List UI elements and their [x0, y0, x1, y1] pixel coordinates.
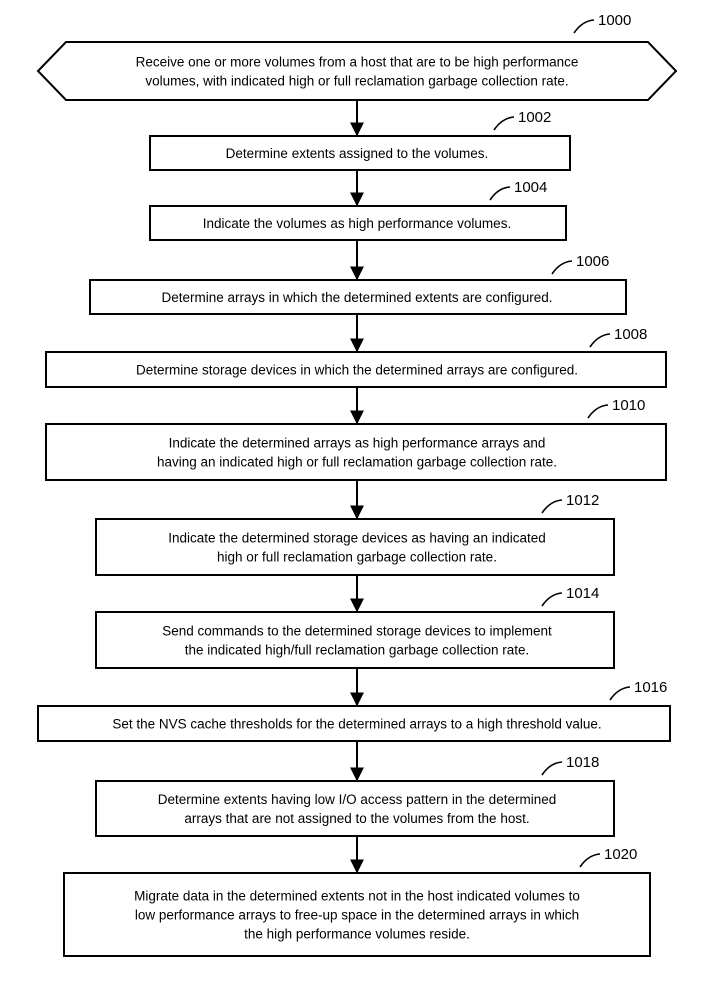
ref-leader-line: [493, 116, 515, 131]
ref-leader-line: [489, 186, 511, 201]
step-1008-ref-number: 1008: [614, 326, 647, 343]
step-1020-ref-number: 1020: [604, 846, 637, 863]
step-1008-box: [45, 351, 667, 388]
step-1020-box: [63, 872, 651, 957]
step-1006-box: [89, 279, 627, 315]
flow-step-1014: Send commands to the determined storage …: [95, 585, 615, 669]
step-1008-text-line: Determine storage devices in which the d…: [136, 363, 578, 378]
ref-leader-line: [609, 686, 631, 701]
step-1018-text-line: Determine extents having low I/O access …: [158, 792, 556, 807]
flow-step-1016: Set the NVS cache thresholds for the det…: [37, 679, 671, 742]
step-1004-box: [149, 205, 567, 241]
step-1010-text-line: Indicate the determined arrays as high p…: [169, 436, 546, 451]
step-1000-hexagon: [36, 41, 678, 101]
flow-step-1018: Determine extents having low I/O access …: [95, 754, 615, 837]
step-1012-ref-number: 1012: [566, 492, 599, 509]
ref-leader-line: [587, 404, 609, 419]
step-1006-text-line: Determine arrays in which the determined…: [162, 290, 553, 305]
step-1002-box: [149, 135, 571, 171]
step-1020-text-line: Migrate data in the determined extents n…: [134, 889, 580, 904]
flow-step-1010: Indicate the determined arrays as high p…: [45, 397, 667, 481]
flow-step-1000: Receive one or more volumes from a host …: [36, 12, 678, 101]
ref-leader-line: [541, 592, 563, 607]
step-1014-ref-number: 1014: [566, 585, 599, 602]
flow-step-1020: Migrate data in the determined extents n…: [63, 846, 651, 957]
step-1002-text-line: Determine extents assigned to the volume…: [226, 146, 489, 161]
step-1012-box: [95, 518, 615, 576]
ref-leader-line: [573, 19, 595, 34]
step-1000-ref-number: 1000: [598, 12, 631, 29]
ref-leader-line: [541, 761, 563, 776]
step-1016-text-line: Set the NVS cache thresholds for the det…: [112, 717, 601, 732]
step-1020-text-line: the high performance volumes reside.: [244, 927, 470, 942]
step-1014-text-line: Send commands to the determined storage …: [162, 624, 552, 639]
ref-leader-line: [551, 260, 573, 275]
step-1010-text-line: having an indicated high or full reclama…: [157, 455, 557, 470]
step-1000-text-line: volumes, with indicated high or full rec…: [145, 74, 568, 89]
flow-step-1002: Determine extents assigned to the volume…: [149, 109, 571, 171]
step-1020-text-line: low performance arrays to free-up space …: [135, 908, 579, 923]
step-1010-ref-number: 1010: [612, 397, 645, 414]
flow-step-1008: Determine storage devices in which the d…: [45, 326, 667, 388]
ref-leader-line: [589, 333, 611, 348]
step-1016-box: [37, 705, 671, 742]
flow-step-1004: Indicate the volumes as high performance…: [149, 179, 567, 241]
step-1014-box: [95, 611, 615, 669]
step-1000-text-line: Receive one or more volumes from a host …: [136, 55, 579, 70]
step-1018-ref-number: 1018: [566, 754, 599, 771]
step-1002-ref-number: 1002: [518, 109, 551, 126]
step-1014-text-line: the indicated high/full reclamation garb…: [185, 643, 529, 658]
step-1016-ref-number: 1016: [634, 679, 667, 696]
step-1006-ref-number: 1006: [576, 253, 609, 270]
step-1012-text-line: high or full reclamation garbage collect…: [217, 550, 497, 565]
step-1018-text-line: arrays that are not assigned to the volu…: [184, 811, 529, 826]
step-1004-text-line: Indicate the volumes as high performance…: [203, 216, 511, 231]
step-1018-box: [95, 780, 615, 837]
step-1004-ref-number: 1004: [514, 179, 547, 196]
flow-step-1006: Determine arrays in which the determined…: [89, 253, 627, 315]
step-1012-text-line: Indicate the determined storage devices …: [168, 531, 546, 546]
ref-leader-line: [541, 499, 563, 514]
flow-step-1012: Indicate the determined storage devices …: [95, 492, 615, 576]
ref-leader-line: [579, 853, 601, 868]
step-1010-box: [45, 423, 667, 481]
